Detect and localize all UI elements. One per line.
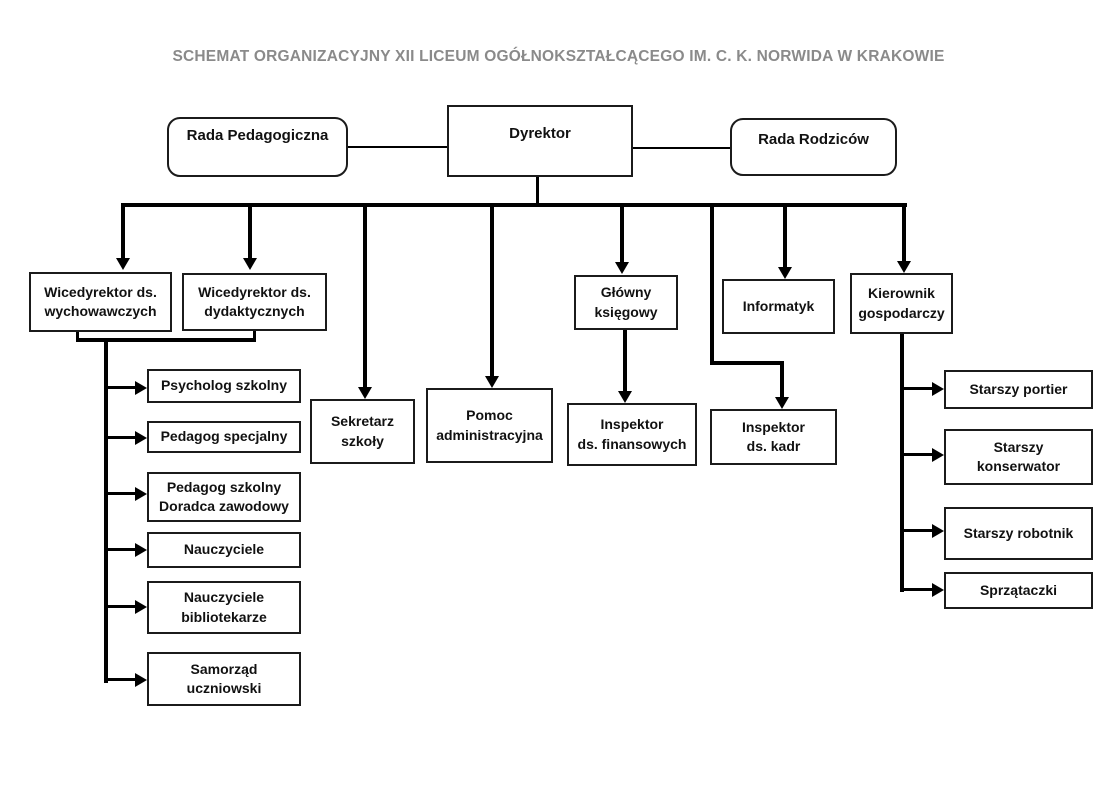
node-pedagog-specjalny: Pedagog specjalny xyxy=(147,421,301,453)
arrowhead-wicedyrektor-dyd xyxy=(243,258,257,270)
arrowhead-nauczyciele xyxy=(135,543,147,557)
arrowhead-psycholog xyxy=(135,381,147,395)
arrowhead-sekretarz xyxy=(358,387,372,399)
node-starszy-konserwator: Starszy konserwator xyxy=(944,429,1093,485)
node-psycholog-szkolny: Psycholog szkolny xyxy=(147,369,301,403)
connector-glowny-to-inspektor-fin xyxy=(623,330,627,392)
arrowhead-starszy-robotnik xyxy=(932,524,944,538)
connector-to-sprzataczki xyxy=(902,588,933,591)
page-title: SCHEMAT ORGANIZACYJNY XII LICEUM OGÓŁNOK… xyxy=(172,48,945,65)
arrowhead-nauczyciele-bibl xyxy=(135,600,147,614)
node-dyrektor: Dyrektor xyxy=(447,105,633,177)
connector-to-inspektor-kadr-v1 xyxy=(710,203,714,365)
arrowhead-pedagog-specjalny xyxy=(135,431,147,445)
node-pomoc-administracyjna: Pomoc administracyjna xyxy=(426,388,553,463)
connector-radapedagogiczna-dyrektor xyxy=(348,146,447,148)
arrowhead-pomoc xyxy=(485,376,499,388)
node-inspektor-kadr: Inspektor ds. kadr xyxy=(710,409,837,465)
connector-to-inspektor-kadr-v2 xyxy=(780,361,784,398)
node-glowny-ksiegowy: Główny księgowy xyxy=(574,275,678,330)
arrowhead-samorzad xyxy=(135,673,147,687)
connector-to-starszy-konserwator xyxy=(902,453,933,456)
node-starszy-robotnik: Starszy robotnik xyxy=(944,507,1093,560)
connector-to-informatyk xyxy=(783,203,787,268)
connector-to-inspektor-kadr-h xyxy=(710,361,784,365)
connector-to-starszy-portier xyxy=(902,387,933,390)
arrowhead-starszy-konserwator xyxy=(932,448,944,462)
node-rada-rodzicow: Rada Rodziców xyxy=(730,118,897,176)
arrowhead-inspektor-kadr xyxy=(775,397,789,409)
arrowhead-wicedyrektor-wych xyxy=(116,258,130,270)
trunk-right-column xyxy=(900,334,904,592)
connector-dyrektor-stub xyxy=(536,177,539,204)
connector-to-psycholog xyxy=(106,386,137,389)
connector-to-wicedyrektor-wych xyxy=(121,203,125,259)
node-pedagog-szkolny-doradca: Pedagog szkolny Doradca zawodowy xyxy=(147,472,301,522)
arrowhead-glowny-ksiegowy xyxy=(615,262,629,274)
connector-to-nauczyciele xyxy=(106,548,137,551)
bracket-wicedyrektor-left xyxy=(76,332,79,340)
bracket-wicedyrektor-right xyxy=(253,331,256,340)
node-starszy-portier: Starszy portier xyxy=(944,370,1093,409)
connector-to-sekretarz xyxy=(363,203,367,388)
connector-to-pedagog-specjalny xyxy=(106,436,137,439)
arrowhead-pedagog-szkolny xyxy=(135,487,147,501)
node-nauczyciele: Nauczyciele xyxy=(147,532,301,568)
arrowhead-inspektor-fin xyxy=(618,391,632,403)
connector-to-kierownik xyxy=(902,203,906,262)
node-kierownik-gospodarczy: Kierownik gospodarczy xyxy=(850,273,953,334)
node-sekretarz-szkoly: Sekretarz szkoły xyxy=(310,399,415,464)
arrowhead-informatyk xyxy=(778,267,792,279)
connector-to-samorzad xyxy=(106,678,137,681)
trunk-left-column xyxy=(104,338,108,683)
connector-to-nauczyciele-bibl xyxy=(106,605,137,608)
node-sprzataczki: Sprzątaczki xyxy=(944,572,1093,609)
node-wicedyrektor-dydaktycznych: Wicedyrektor ds. dydaktycznych xyxy=(182,273,327,331)
node-rada-pedagogiczna: Rada Pedagogiczna xyxy=(167,117,348,177)
connector-dyrektor-radarodzicow xyxy=(633,147,730,149)
connector-distribution-bar xyxy=(121,203,907,207)
arrowhead-starszy-portier xyxy=(932,382,944,396)
connector-to-wicedyrektor-dyd xyxy=(248,203,252,259)
connector-to-pomoc xyxy=(490,203,494,377)
connector-to-starszy-robotnik xyxy=(902,529,933,532)
node-samorzad-uczniowski: Samorząd uczniowski xyxy=(147,652,301,706)
arrowhead-sprzataczki xyxy=(932,583,944,597)
node-nauczyciele-bibliotekarze: Nauczyciele bibliotekarze xyxy=(147,581,301,634)
node-informatyk: Informatyk xyxy=(722,279,835,334)
bracket-wicedyrektor-horizontal xyxy=(76,338,256,342)
node-inspektor-finansowych: Inspektor ds. finansowych xyxy=(567,403,697,466)
arrowhead-kierownik xyxy=(897,261,911,273)
connector-to-pedagog-szkolny xyxy=(106,492,137,495)
connector-to-glowny-ksiegowy xyxy=(620,203,624,263)
node-wicedyrektor-wychowawczych: Wicedyrektor ds. wychowawczych xyxy=(29,272,172,332)
